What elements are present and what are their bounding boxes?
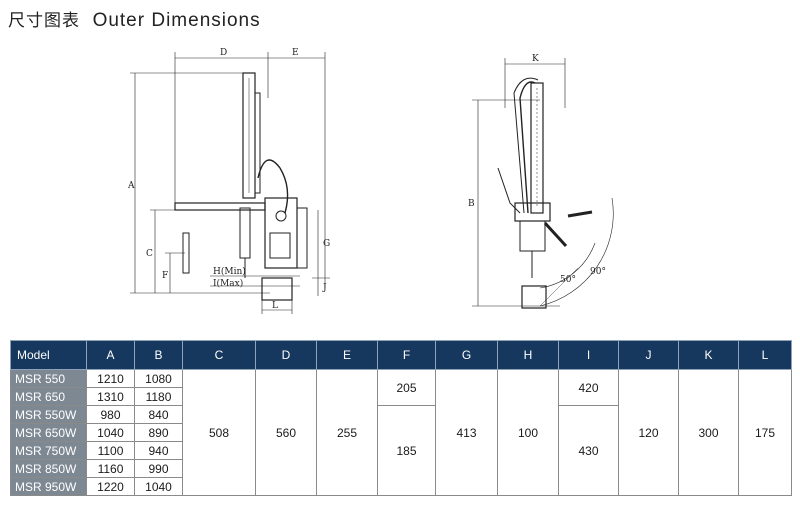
header-H: H [497, 340, 559, 370]
table-row: MSR 650 1310 1180 [10, 387, 792, 406]
label-K: K [532, 54, 539, 64]
header-D: D [255, 340, 317, 370]
header-G: G [435, 340, 498, 370]
header-C: C [182, 340, 256, 370]
cell-A: 1160 [86, 459, 135, 478]
model-cell: MSR 650W [10, 423, 87, 442]
label-E: E [292, 48, 299, 58]
model-cell: MSR 650 [10, 387, 87, 406]
dimension-drawings: D E A C F G H(Min) I(Max) J L [0, 38, 800, 338]
cell-C: 508 [182, 369, 256, 496]
cell-J: 120 [618, 369, 679, 496]
model-cell: MSR 750W [10, 441, 87, 460]
header-F: F [377, 340, 436, 370]
front-view-drawing [130, 52, 330, 314]
cell-E: 255 [316, 369, 378, 496]
header-model: Model [10, 340, 87, 370]
table-row: MSR 950W 1220 1040 [10, 477, 792, 496]
label-F: F [162, 271, 168, 281]
cell-B: 1040 [134, 477, 183, 496]
cell-I-bottom: 430 [558, 405, 619, 496]
model-cell: MSR 550W [10, 405, 87, 424]
cell-D: 560 [255, 369, 317, 496]
cell-B: 840 [134, 405, 183, 424]
label-H: H(Min) [213, 266, 246, 277]
table-row: MSR 550W 980 840 185 430 [10, 405, 792, 496]
cell-B: 890 [134, 423, 183, 442]
cell-G: 413 [435, 369, 498, 496]
title-english: Outer Dimensions [92, 10, 261, 31]
header-I: I [558, 340, 619, 370]
cell-A: 1310 [86, 387, 135, 406]
label-A: A [127, 181, 135, 191]
cell-I-top: 420 [558, 369, 619, 406]
cell-B: 1180 [134, 387, 183, 406]
label-C: C [146, 249, 153, 259]
header-B: B [134, 340, 183, 370]
model-cell: MSR 950W [10, 477, 87, 496]
label-J: J [322, 283, 327, 293]
model-cell: MSR 550 [10, 369, 87, 388]
cell-B: 1080 [134, 369, 183, 388]
cell-F-top: 205 [377, 369, 436, 406]
label-D: D [220, 48, 227, 58]
table-row: MSR 550 1210 1080 508 560 255 205 413 10… [10, 369, 792, 496]
cell-H: 100 [497, 369, 559, 496]
header-A: A [86, 340, 135, 370]
model-cell: MSR 850W [10, 459, 87, 478]
cell-A: 1210 [86, 369, 135, 388]
label-I: I(Max) [213, 278, 243, 289]
header-L: L [738, 340, 792, 370]
side-view-drawing [472, 58, 614, 309]
title-chinese: 尺寸图表 [8, 11, 80, 31]
table-row: MSR 650W 1040 890 [10, 423, 792, 442]
cell-A: 1100 [86, 441, 135, 460]
header-E: E [316, 340, 378, 370]
header-J: J [618, 340, 679, 370]
cell-K: 300 [678, 369, 739, 496]
label-angle-90: 90° [590, 267, 606, 277]
label-angle-50: 50° [560, 275, 576, 285]
cell-A: 1040 [86, 423, 135, 442]
cell-B: 940 [134, 441, 183, 460]
header-K: K [678, 340, 739, 370]
label-B: B [468, 199, 475, 209]
label-G: G [323, 239, 330, 249]
label-L: L [272, 301, 278, 311]
cell-A: 1220 [86, 477, 135, 496]
cell-B: 990 [134, 459, 183, 478]
cell-L: 175 [738, 369, 792, 496]
table-header-row: Model A B C D E F G H I J K L [10, 340, 792, 370]
dimensions-table: Model A B C D E F G H I J K L MSR 550 12… [10, 340, 792, 496]
page-title: 尺寸图表 Outer Dimensions [8, 6, 261, 32]
cell-F-bottom: 185 [377, 405, 436, 496]
cell-A: 980 [86, 405, 135, 424]
table-row: MSR 750W 1100 940 [10, 441, 792, 460]
